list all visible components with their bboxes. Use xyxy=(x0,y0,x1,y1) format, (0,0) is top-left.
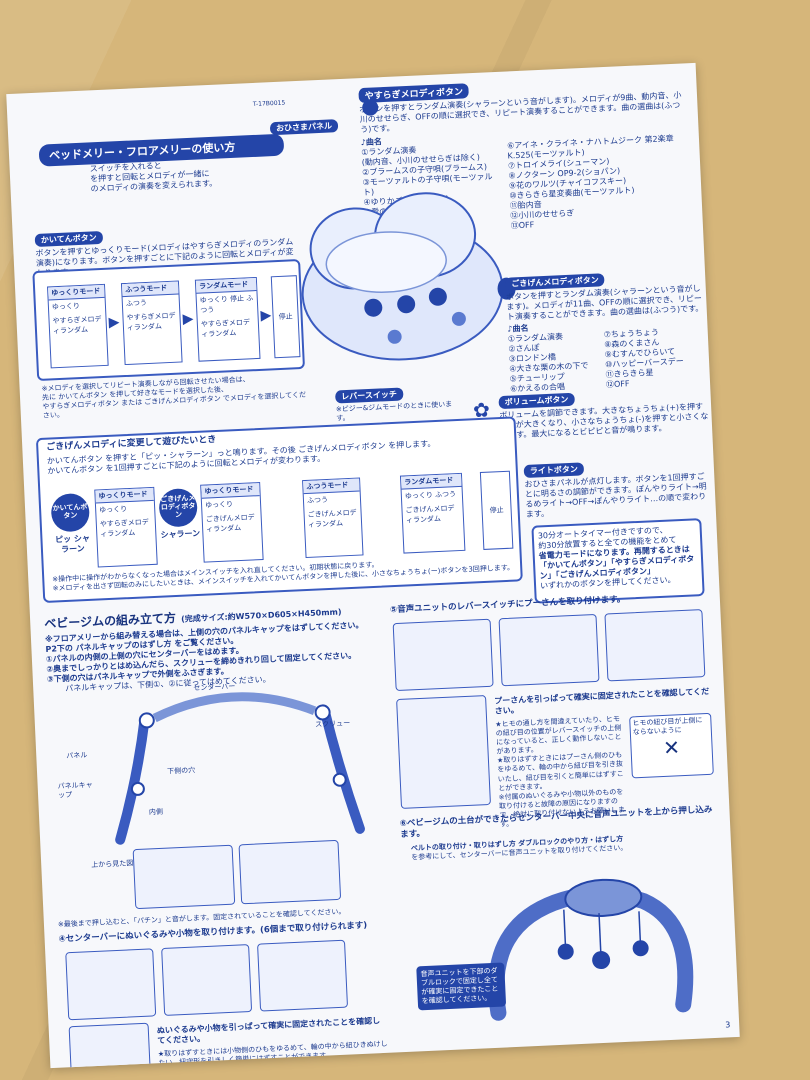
kaiten-mode-normal: ふつうモード ふつう やすらぎメロディランダム xyxy=(120,280,183,366)
gokigen-button-icon: ごきげんメロディボタン xyxy=(158,487,199,528)
kaiten-title: かいてんボタン xyxy=(34,230,103,247)
gokigen-section: ごきげんメロディボタン ボタンを押すとランダム演奏(シャラーンという音がします)… xyxy=(505,263,710,395)
volume-section: ボリュームボタン ボリュームを調節できます。大きなちょうちょ(+)を押すと音が大… xyxy=(498,381,710,441)
volume-title: ボリュームボタン xyxy=(498,392,575,410)
step4-panel-3 xyxy=(257,939,349,1012)
step5-check: プーさんを引っぱって確実に固定されたことを確認してください。 xyxy=(494,686,710,716)
cap-step-1 xyxy=(132,844,236,910)
cross-icon: ✕ xyxy=(662,735,681,761)
light-desc: おひさまパネルが点灯します。ボタンを1回押すごとに明るさの調節ができます。ぽんや… xyxy=(524,471,707,520)
page-number: 3 xyxy=(725,1020,731,1030)
sound-unit-illustration xyxy=(301,192,504,361)
babygym-size: (完成サイズ:約W570×D605×H450mm) xyxy=(180,607,342,624)
step6-note: 音声ユニットを下部のダブルロックで固定し全てが確実に固定できたことを確認してくだ… xyxy=(416,962,507,1011)
step4-panel-4 xyxy=(68,1022,152,1069)
step5-panel-3 xyxy=(604,609,706,682)
step5-panel-4 xyxy=(396,695,491,809)
wrong-example: ヒモの紐び目が上側にならないように ✕ xyxy=(629,712,714,779)
kaiten-note: ※メロディを選択してリピート演奏しながら回転させたい場合は、 先に かいてんボタ… xyxy=(41,375,307,421)
step4-panel-2 xyxy=(161,944,253,1016)
kaiten-mode-stop: 停止 xyxy=(270,275,301,359)
arrow-icon: ▶ xyxy=(108,314,120,331)
step5-panel-1 xyxy=(392,618,494,692)
arrow-icon: ▶ xyxy=(260,307,272,324)
kaiten-mode-random: ランダムモード ゆっくり 停止 ふつう やすらぎメロディランダム xyxy=(194,276,261,362)
light-title: ライトボタン xyxy=(523,462,585,479)
kaiten-button-icon: かいてんボタン xyxy=(50,492,91,533)
panel-label: おひさまパネル xyxy=(269,119,339,136)
product-code: T-17B0015 xyxy=(252,99,286,108)
play-mode-stop: 停止 xyxy=(479,470,514,550)
assembly-diagram xyxy=(115,692,365,845)
babygym-illustration xyxy=(488,878,694,1021)
timer-box: 30分オートタイマー付きですので、 約30分放置すると全ての機能をとめて 省電力… xyxy=(531,518,705,604)
kaiten-mode-slow: ゆっくりモード ゆっくり やすらぎメロディランダム xyxy=(47,283,109,369)
cap-step-2 xyxy=(238,839,342,905)
play-mode-4: ランダムモード ゆっくり ふつう ごきげんメロディランダム xyxy=(399,472,466,554)
lever-section: レバースイッチ ※ピジー&ジムモードのときに使います。 xyxy=(335,379,457,424)
kaiten-mode-flow: ゆっくりモード ゆっくり やすらぎメロディランダム ▶ ふつうモード ふつう や… xyxy=(32,258,306,382)
lever-title: レバースイッチ xyxy=(335,387,404,404)
babygym-title: ベビージムの組み立て方 xyxy=(43,611,177,631)
light-section: ライトボタン おひさまパネルが点灯します。ボタンを1回押すごとに明るさの調節がで… xyxy=(523,451,714,520)
play-mode-2: ゆっくりモード ゆっくり ごきげんメロディランダム xyxy=(200,482,264,563)
instruction-sheet: T-17B0015 ベッドメリー・フロアメリーの使い方 スイッチを入れると を押… xyxy=(6,62,740,1069)
play-mode-3: ふつうモード ふつう ごきげんメロディランダム xyxy=(302,477,364,559)
play-mode-1: ゆっくりモード ゆっくり やすらぎメロディランダム xyxy=(94,486,158,568)
arrow-icon: ▶ xyxy=(182,310,194,328)
step5-panel-2 xyxy=(498,613,600,687)
yasuraki-songs-right: ⑥アイネ・クライネ・ナハトムジーク 第2楽章 K.525(モーツァルト)⑦トロイ… xyxy=(506,133,674,231)
step4-panel-1 xyxy=(65,948,157,1021)
gokigen-play-section: ごきげんメロディに変更して遊びたいとき かいてんボタン を押すと「ピッ・シャラー… xyxy=(35,416,523,603)
